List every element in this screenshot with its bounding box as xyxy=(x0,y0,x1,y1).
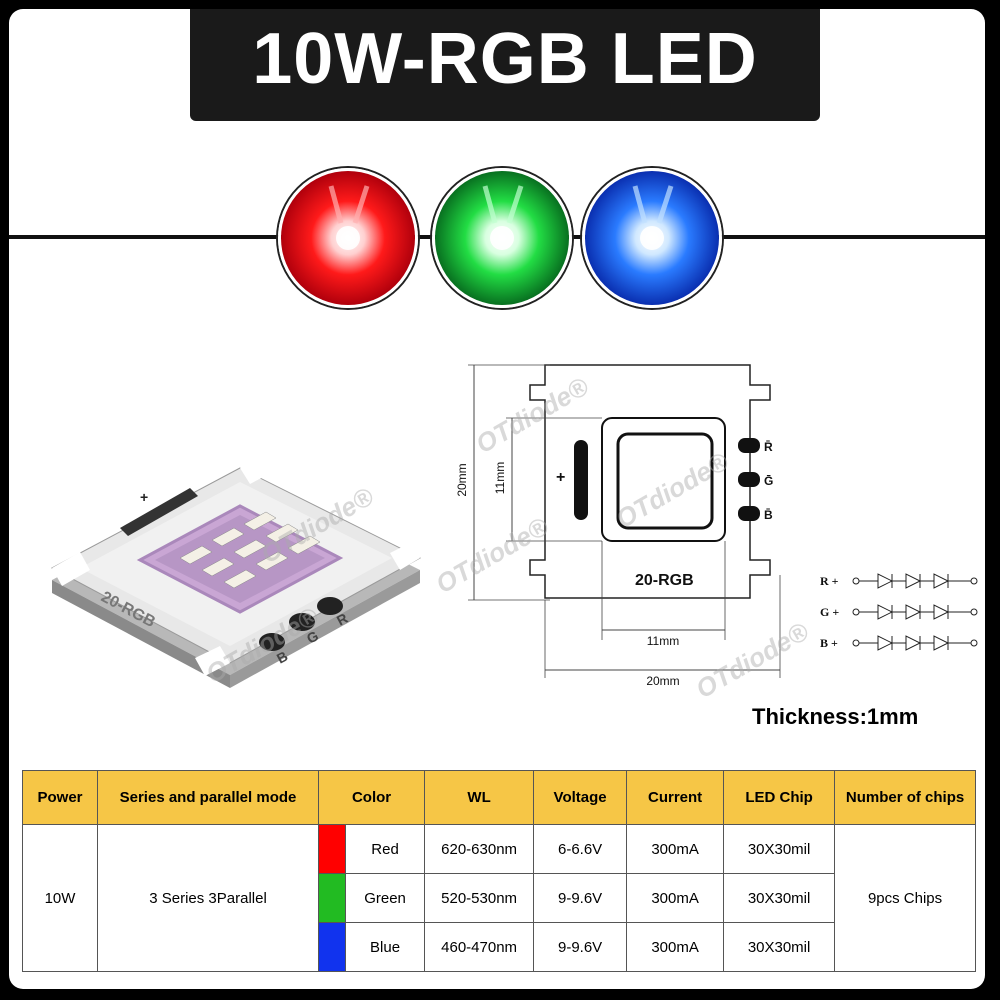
cell-led-chip: 30X30mil xyxy=(723,824,836,874)
led-photo-green xyxy=(432,168,572,308)
cell-current: 300mA xyxy=(626,824,725,874)
header-mode: Series and parallel mode xyxy=(97,770,319,825)
color-swatch-green xyxy=(318,873,346,923)
circuit-label-r: R + xyxy=(820,574,839,588)
cell-color: Blue xyxy=(344,922,426,972)
header-voltage: Voltage xyxy=(533,770,628,825)
page-title: 10W-RGB LED xyxy=(190,9,820,121)
circuit-label-b: B + xyxy=(820,636,838,650)
dim-outer-height: 20mm xyxy=(455,463,469,496)
dim-model-label: 20-RGB xyxy=(635,572,694,589)
table-header-row: Power Series and parallel mode Color WL … xyxy=(22,770,976,825)
dim-plus-sign: + xyxy=(556,469,565,486)
dim-inner-height: 11mm xyxy=(493,462,507,494)
cob-chip-illustration: + R G B 20-RGB xyxy=(50,452,422,688)
cell-led-chip: 30X30mil xyxy=(723,922,836,972)
table-row: Blue 460-470nm 9-9.6V 300mA 30X30mil xyxy=(23,922,976,972)
dim-pad-g: Ḡ xyxy=(764,474,773,488)
cell-voltage: 6-6.6V xyxy=(533,824,628,874)
cell-voltage: 9-9.6V xyxy=(533,873,628,923)
cell-power: 10W xyxy=(22,824,98,972)
table-row: Green 520-530nm 9-9.6V 300mA 30X30mil xyxy=(23,873,976,923)
dim-pad-r: R̄ xyxy=(764,440,773,454)
circuit-label-g: G + xyxy=(820,605,839,619)
dim-pad-b: B̄ xyxy=(764,508,773,522)
header-led-chip: LED Chip xyxy=(723,770,836,825)
cell-current: 300mA xyxy=(626,873,725,923)
cell-mode: 3 Series 3Parallel xyxy=(97,824,319,972)
cell-led-chip: 30X30mil xyxy=(723,873,836,923)
chip-plus-sign: + xyxy=(140,489,148,505)
blue-led-glow-image xyxy=(585,171,719,305)
circuit-diagram: R + G + B + xyxy=(820,573,978,651)
green-led-glow-image xyxy=(435,171,569,305)
header-color: Color xyxy=(317,770,426,825)
red-led-glow-image xyxy=(281,171,415,305)
cell-color: Green xyxy=(344,873,426,923)
cell-wl: 460-470nm xyxy=(424,922,535,972)
spec-table: Power Series and parallel mode Color WL … xyxy=(22,770,976,972)
dim-inner-width: 11mm xyxy=(647,634,679,648)
led-photo-red xyxy=(278,168,418,308)
cell-color: Red xyxy=(344,824,426,874)
header-current: Current xyxy=(626,770,725,825)
led-photo-blue xyxy=(582,168,722,308)
cell-wl: 520-530nm xyxy=(424,873,535,923)
table-row: 10W 3 Series 3Parallel Red 620-630nm 6-6… xyxy=(22,824,976,972)
cell-voltage: 9-9.6V xyxy=(533,922,628,972)
thickness-label: Thickness:1mm xyxy=(752,704,919,729)
header-power: Power xyxy=(22,770,98,825)
cell-wl: 620-630nm xyxy=(424,824,535,874)
color-swatch-red xyxy=(318,824,346,874)
cell-number-of-chips: 9pcs Chips xyxy=(834,824,976,972)
dim-outer-width: 20mm xyxy=(646,674,679,688)
cell-current: 300mA xyxy=(626,922,725,972)
dimension-drawing: + R̄ Ḡ B̄ 20-RGB 20mm 11mm 11mm 20mm xyxy=(455,364,781,688)
header-wl: WL xyxy=(424,770,535,825)
color-swatch-blue xyxy=(318,922,346,972)
header-number-of-chips: Number of chips xyxy=(834,770,976,825)
